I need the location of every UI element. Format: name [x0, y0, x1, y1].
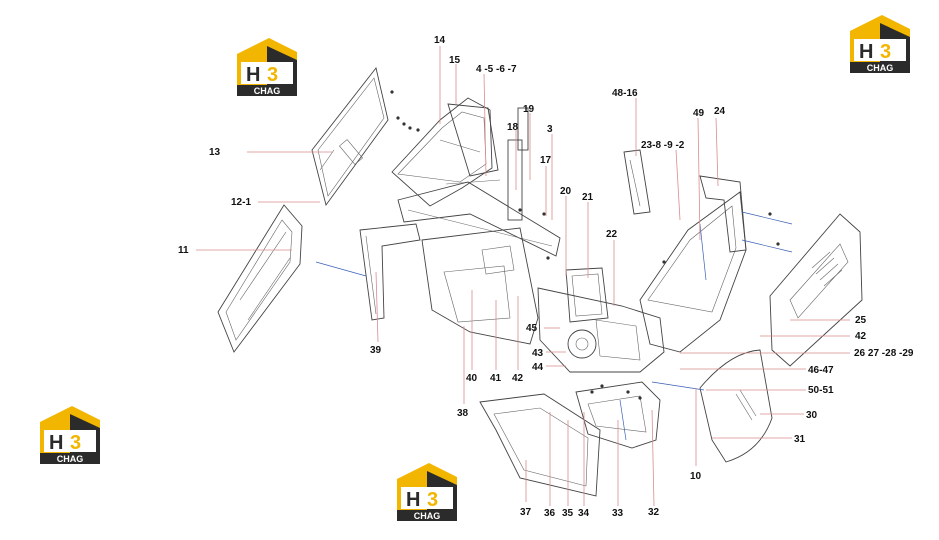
screw-dots	[390, 90, 780, 400]
callout-40: 40	[466, 373, 478, 384]
callout-3: 3	[547, 124, 553, 135]
callout-49: 49	[693, 108, 705, 119]
part-30-cover	[699, 349, 773, 463]
logo-letter-h: H	[859, 41, 873, 63]
part-18-strut	[507, 107, 529, 221]
logo-digit: 3	[880, 41, 891, 63]
callout-13: 13	[209, 147, 221, 158]
part-37-base-plate	[479, 393, 601, 497]
callout-labels: 14 15 4 -5 -6 -7 19 18 3 17 13 12-1 11 2…	[178, 35, 914, 519]
callout-25: 25	[855, 315, 867, 326]
logo-wordmark: CHAG	[57, 454, 84, 464]
callout-33: 33	[612, 508, 624, 519]
logo-wordmark: CHAG	[254, 86, 281, 96]
logo-top-left: H 3 CHAG	[237, 38, 297, 96]
part-11-lower-side-panel	[217, 204, 303, 353]
logo-bottom-left: H 3 CHAG	[40, 406, 100, 464]
callout-42-right: 42	[855, 331, 867, 342]
part-25-grille-panel	[769, 213, 863, 367]
callout-23-8-9-2: 23-8 -9 -2	[641, 140, 685, 151]
logo-letter-h: H	[246, 64, 260, 86]
callout-45: 45	[526, 323, 538, 334]
logo-bottom-center: H 3 CHAG	[397, 463, 457, 521]
callout-31: 31	[794, 434, 806, 445]
callout-30: 30	[806, 410, 818, 421]
part-24-side-panel	[699, 175, 747, 253]
bolt-group	[315, 211, 793, 441]
part-14-main-frame	[391, 97, 501, 207]
callout-42-bottom: 42	[512, 373, 524, 384]
logo-letter-h: H	[49, 432, 63, 454]
callout-34: 34	[578, 508, 590, 519]
callout-41: 41	[490, 373, 502, 384]
callout-46-47: 46-47	[808, 365, 834, 376]
callout-15: 15	[449, 55, 461, 66]
part-45-center-assembly	[537, 287, 665, 373]
callout-19: 19	[523, 104, 535, 115]
callout-12-1: 12-1	[231, 197, 251, 208]
part-13-side-panel	[311, 66, 389, 207]
callout-35: 35	[562, 508, 574, 519]
callout-26-27-28-29: 26 27 -28 -29	[854, 348, 914, 359]
part-38-center-plate	[421, 227, 539, 345]
logo-top-right: H 3 CHAG	[850, 15, 910, 73]
logo-wordmark: CHAG	[867, 63, 894, 73]
callout-17: 17	[540, 155, 552, 166]
logo-wordmark: CHAG	[414, 511, 441, 521]
callout-22: 22	[606, 229, 618, 240]
callout-38: 38	[457, 408, 469, 419]
part-48-vertical-strip	[623, 149, 651, 215]
part-39-bracket	[359, 223, 421, 321]
callout-24: 24	[714, 106, 726, 117]
part-23-right-frame	[639, 191, 747, 353]
logo-digit: 3	[427, 489, 438, 511]
callout-36: 36	[544, 508, 556, 519]
callout-11: 11	[178, 245, 189, 256]
logo-digit: 3	[267, 64, 278, 86]
part-21-panel	[565, 267, 609, 323]
leader-lines	[196, 46, 850, 507]
callout-21: 21	[582, 192, 594, 203]
callout-43: 43	[532, 348, 544, 359]
logo-digit: 3	[70, 432, 81, 454]
callout-18: 18	[507, 122, 519, 133]
callout-48-16: 48-16	[612, 88, 638, 99]
callout-39: 39	[370, 345, 382, 356]
part-cross-beam	[397, 181, 561, 257]
callout-10: 10	[690, 471, 702, 482]
logo-letter-h: H	[406, 489, 420, 511]
callout-20: 20	[560, 186, 572, 197]
callout-14: 14	[434, 35, 446, 46]
part-32-lower-bracket	[575, 381, 661, 449]
callout-37: 37	[520, 507, 532, 518]
callout-50-51: 50-51	[808, 385, 834, 396]
callout-32: 32	[648, 507, 660, 518]
callout-4-5-6-7: 4 -5 -6 -7	[476, 64, 517, 75]
callout-44: 44	[532, 362, 544, 373]
